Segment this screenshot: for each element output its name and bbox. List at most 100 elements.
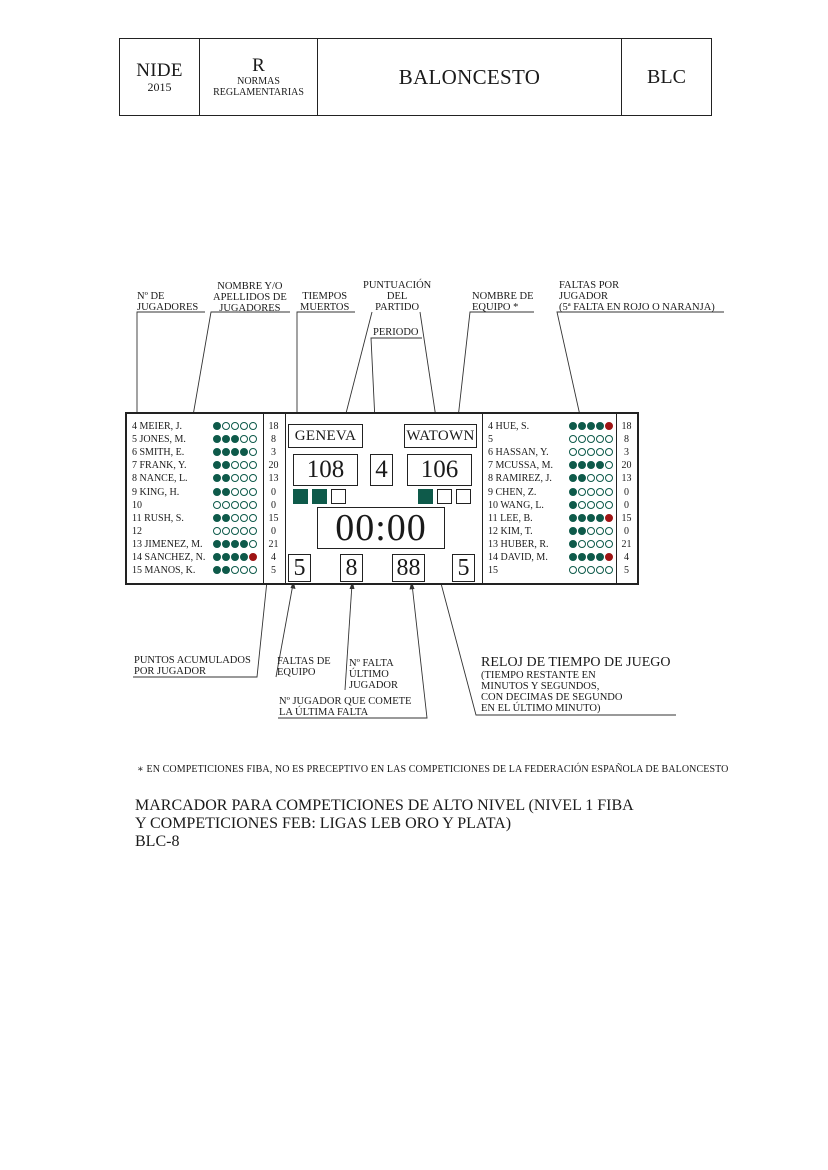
foul-dot: [587, 566, 595, 575]
foul-dot: [222, 566, 230, 575]
foul-dot: [240, 435, 248, 444]
foul-dot: [587, 553, 595, 561]
player-points: 20: [268, 460, 279, 472]
away-timeout-2: [437, 489, 452, 504]
label-line: NOMBRE Y/O: [217, 281, 283, 292]
player-foul-indicators: [569, 539, 613, 548]
away-player-row: 4 HUE, S.18: [483, 420, 637, 433]
player-points: 3: [624, 447, 629, 459]
away-player-row: 15 5: [483, 564, 637, 577]
foul-dot: [213, 448, 221, 457]
player-points: 4: [624, 552, 629, 563]
foul-dot: [587, 526, 595, 535]
header-r-sub1: NORMAS: [237, 76, 280, 87]
player-foul-indicators: [569, 474, 613, 483]
label-puntuacion: PUNTUACIÓN DEL PARTIDO: [363, 280, 431, 313]
foul-dot: [222, 539, 230, 548]
foul-dot: [222, 553, 230, 561]
home-player-row: 7 FRANK, Y.20: [127, 459, 284, 472]
foul-dot: [578, 539, 586, 548]
player-number-name: 7 MCUSSA, M.: [488, 460, 554, 472]
label-puntos-acumulados: PUNTOS ACUMULADOS POR JUGADOR: [134, 655, 251, 677]
foul-dot: [240, 539, 248, 548]
player-foul-indicators: [213, 487, 257, 496]
foul-dot: [605, 435, 613, 444]
foul-dot: [249, 539, 257, 548]
home-player-row: 13 JIMENEZ, M.21: [127, 538, 284, 551]
foul-dot: [578, 553, 586, 561]
label-nombre-jugadores: NOMBRE Y/O APELLIDOS DE JUGADORES: [213, 281, 287, 314]
player-number-name: 15: [488, 565, 498, 577]
label-line: CON DECIMAS DE SEGUNDO: [481, 692, 623, 703]
foul-dot: [249, 566, 257, 575]
player-points: 3: [271, 447, 276, 459]
label-line: JUGADORES: [137, 302, 199, 313]
foul-dot: [596, 539, 604, 548]
away-player-row: 14 DAVID, M.4: [483, 551, 637, 564]
home-player-row: 5 JONES, M.8: [127, 433, 284, 446]
away-player-row: 10 WANG, L.0: [483, 499, 637, 512]
label-jugador-ultima-falta: Nº JUGADOR QUE COMETE LA ÚLTIMA FALTA: [279, 696, 411, 718]
player-foul-indicators: [569, 513, 613, 522]
away-player-row: 6 HASSAN, Y.3: [483, 446, 637, 459]
player-foul-indicators: [213, 566, 257, 575]
home-score: 108: [293, 454, 358, 486]
label-line: PUNTUACIÓN: [363, 280, 432, 291]
foul-dot: [569, 474, 577, 483]
game-clock: 00:00: [317, 507, 445, 549]
label-reloj-sub: (TIEMPO RESTANTE EN MINUTOS Y SEGUNDOS, …: [481, 670, 622, 714]
foul-dot: [240, 461, 248, 470]
foul-dot: [240, 566, 248, 575]
player-points: 20: [621, 460, 632, 472]
player-foul-indicators: [213, 513, 257, 522]
header-year: 2015: [147, 79, 172, 94]
caption-line-2: Y COMPETICIONES FEB: LIGAS LEB ORO Y PLA…: [135, 815, 512, 832]
home-player-row: 8 NANCE, L.13: [127, 472, 284, 485]
foul-dot: [578, 487, 586, 496]
player-number-name: 14 SANCHEZ, N.: [132, 552, 206, 563]
away-timeout-1: [418, 489, 433, 504]
foul-dot: [213, 566, 221, 575]
home-timeout-2: [312, 489, 327, 504]
foul-dot: [231, 500, 239, 509]
player-points: 4: [271, 552, 276, 563]
player-number-name: 9 CHEN, Z.: [488, 486, 537, 498]
player-foul-indicators: [213, 435, 257, 444]
label-line: POR JUGADOR: [134, 666, 207, 677]
home-player-row: 4 MEIER, J.18: [127, 420, 284, 433]
foul-dot: [240, 487, 248, 496]
foul-dot: [605, 566, 613, 575]
label-line: EN EL ÚLTIMO MINUTO): [481, 703, 601, 714]
player-foul-indicators: [213, 448, 257, 457]
player-points: 5: [624, 565, 629, 577]
foul-dot: [578, 474, 586, 483]
home-timeout-3: [331, 489, 346, 504]
home-team-name: GENEVA: [288, 424, 363, 448]
foul-dot: [222, 526, 230, 535]
player-number-name: 6 SMITH, E.: [132, 447, 185, 459]
foul-dot: [605, 461, 613, 470]
player-number-name: 11 RUSH, S.: [132, 512, 184, 524]
label-line: JUGADOR: [559, 291, 609, 302]
player-number-name: 8 NANCE, L.: [132, 473, 188, 485]
caption-line-1: MARCADOR PARA COMPETICIONES DE ALTO NIVE…: [135, 797, 634, 814]
foul-dot: [222, 513, 230, 522]
player-points: 15: [268, 512, 279, 524]
header-nide: NIDE: [136, 59, 183, 81]
foul-dot: [569, 500, 577, 509]
home-player-row: 15 MANOS, K.5: [127, 564, 284, 577]
foul-dot: [231, 553, 239, 561]
foul-dot: [605, 448, 613, 457]
foul-dot: [605, 487, 613, 496]
foul-dot: [587, 539, 595, 548]
player-points: 21: [621, 538, 632, 550]
footnote: ∗ EN COMPETICIONES FIBA, NO ES PRECEPTIV…: [137, 764, 729, 775]
foul-dot: [231, 422, 239, 430]
player-foul-indicators: [569, 487, 613, 496]
player-foul-indicators: [213, 553, 257, 561]
player-number-name: 5 JONES, M.: [132, 434, 186, 446]
foul-dot: [569, 513, 577, 522]
